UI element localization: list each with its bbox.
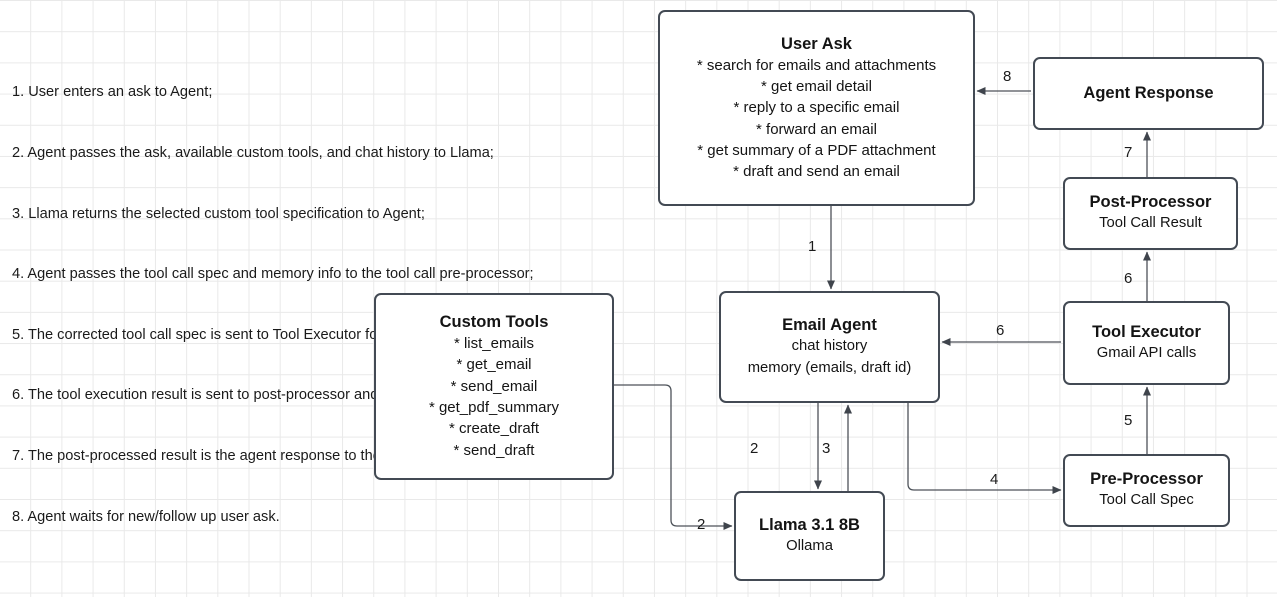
node-user-ask-items: * search for emails and attachments * ge… (697, 55, 936, 183)
edge-label-2b: 2 (697, 516, 706, 533)
node-post-processor[interactable]: Post-Processor Tool Call Result (1063, 177, 1238, 250)
node-custom-tools-items: * list_emails * get_email * send_email *… (429, 333, 559, 461)
legend-step-4: 4. Agent passes the tool call spec and m… (12, 266, 534, 283)
node-tool-executor-sub: Gmail API calls (1096, 344, 1197, 361)
node-tool-executor[interactable]: Tool Executor Gmail API calls (1063, 301, 1230, 385)
custom-tool-item-6: * send_draft (453, 441, 535, 459)
node-email-agent[interactable]: Email Agent chat history memory (emails,… (719, 291, 940, 403)
node-pre-processor[interactable]: Pre-Processor Tool Call Spec (1063, 454, 1230, 527)
user-ask-item-3: * reply to a specific email (733, 99, 900, 117)
user-ask-item-1: * search for emails and attachments (696, 56, 937, 74)
edge-2b-path (614, 384, 733, 530)
edge-label-7: 7 (1124, 144, 1133, 161)
edge-label-2a: 2 (750, 440, 759, 457)
legend-step-1: 1. User enters an ask to Agent; (12, 84, 213, 101)
custom-tool-item-1: * list_emails (453, 335, 534, 353)
custom-tool-item-3: * send_email (450, 377, 538, 395)
edge-label-8: 8 (1003, 68, 1012, 85)
user-ask-item-6: * draft and send an email (733, 163, 900, 181)
node-custom-tools[interactable]: Custom Tools * list_emails * get_email *… (374, 293, 614, 480)
edge-label-6b: 6 (1124, 270, 1133, 287)
edge-label-1: 1 (808, 238, 817, 255)
user-ask-item-4: * forward an email (756, 120, 877, 138)
node-user-ask[interactable]: User Ask * search for emails and attachm… (658, 10, 975, 206)
edge-label-5: 5 (1124, 412, 1133, 429)
edge-label-6a: 6 (996, 322, 1005, 339)
legend-step-2: 2. Agent passes the ask, available custo… (12, 145, 494, 162)
node-post-processor-sub: Tool Call Result (1099, 215, 1202, 232)
node-user-ask-title: User Ask (781, 34, 852, 53)
node-custom-tools-title: Custom Tools (439, 313, 549, 332)
node-llama-sub: Ollama (786, 537, 833, 554)
node-pre-processor-sub: Tool Call Spec (1099, 492, 1194, 509)
node-pre-processor-title: Pre-Processor (1090, 470, 1203, 489)
edge-4-path (907, 403, 1062, 494)
custom-tool-item-5: * create_draft (448, 420, 540, 438)
edge-label-3: 3 (822, 440, 831, 457)
edge-label-4: 4 (990, 471, 999, 488)
node-llama-title: Llama 3.1 8B (759, 515, 860, 534)
legend-step-3: 3. Llama returns the selected custom too… (12, 205, 425, 222)
node-agent-response[interactable]: Agent Response (1033, 57, 1264, 130)
custom-tool-item-2: * get_email (456, 356, 532, 374)
node-email-agent-sub2: memory (emails, draft id) (747, 359, 912, 376)
legend-step-8: 8. Agent waits for new/follow up user as… (12, 508, 280, 525)
node-tool-executor-title: Tool Executor (1092, 322, 1201, 341)
node-post-processor-title: Post-Processor (1089, 193, 1212, 212)
node-email-agent-title: Email Agent (782, 316, 877, 335)
node-llama[interactable]: Llama 3.1 8B Ollama (734, 491, 885, 581)
custom-tool-item-4: * get_pdf_summary (428, 399, 560, 416)
user-ask-item-2: * get email detail (761, 77, 872, 95)
node-agent-response-title: Agent Response (1083, 84, 1214, 102)
node-email-agent-sub1: chat history (791, 338, 868, 355)
user-ask-item-5: * get summary of a PDF attachment (697, 141, 936, 159)
